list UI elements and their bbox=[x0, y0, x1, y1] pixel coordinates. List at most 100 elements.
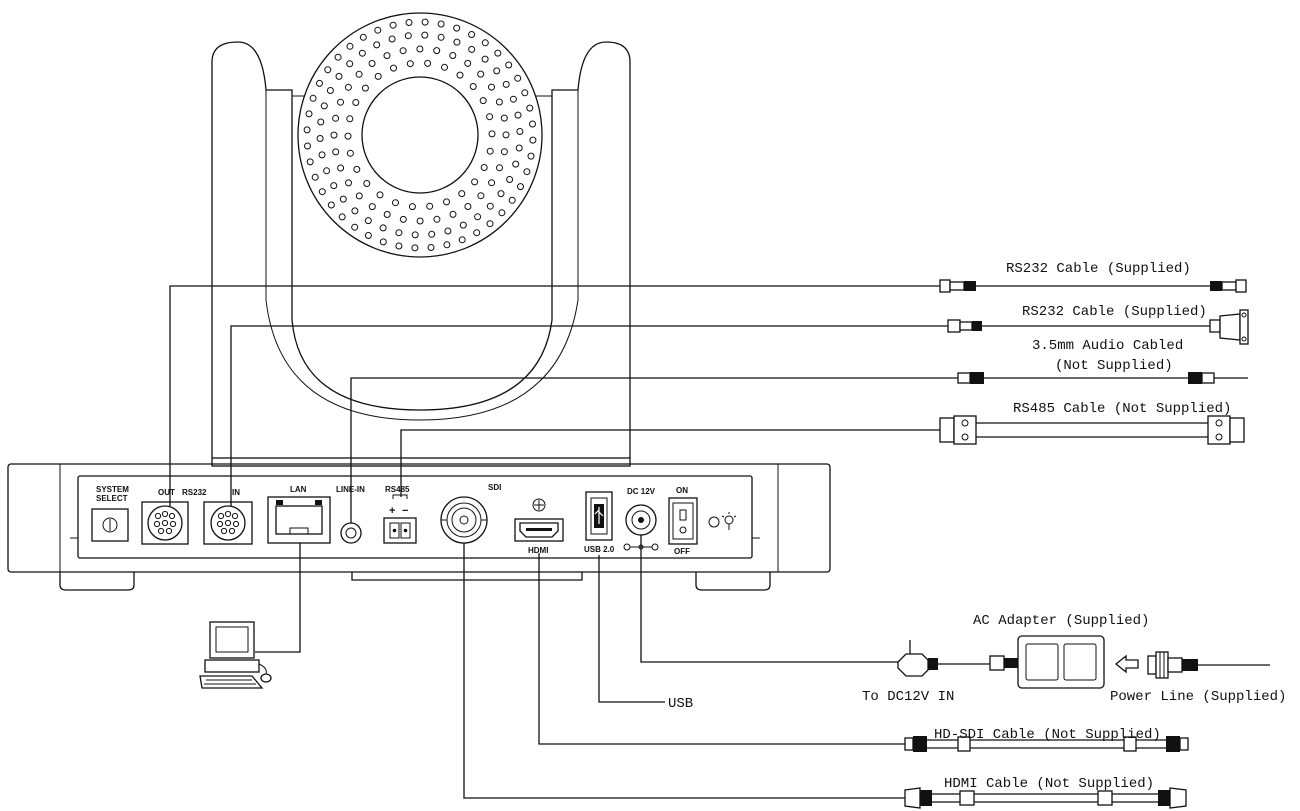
grille-dot bbox=[373, 41, 381, 49]
grille-dot bbox=[424, 59, 432, 67]
grille-dot bbox=[359, 33, 367, 41]
power-led-indicator bbox=[708, 512, 737, 530]
grille-dot bbox=[379, 238, 387, 246]
label-out: OUT bbox=[158, 488, 175, 497]
grille-dot bbox=[456, 71, 464, 79]
hdmi-port[interactable] bbox=[514, 498, 564, 542]
label-off: OFF bbox=[674, 547, 690, 556]
grille-dot bbox=[364, 217, 372, 225]
dc-plug bbox=[897, 640, 990, 677]
grille-dot bbox=[332, 148, 340, 156]
grille-dot bbox=[481, 39, 489, 47]
hdmi-cable-label: HDMI Cable (Not Supplied) bbox=[944, 776, 1154, 792]
grille-dot bbox=[306, 158, 314, 166]
label-system: SYSTEM bbox=[96, 485, 129, 494]
rs232-out-port[interactable] bbox=[141, 501, 189, 545]
grille-dot bbox=[405, 19, 413, 26]
grille-dot bbox=[517, 183, 524, 191]
rs485-cable bbox=[939, 415, 1245, 445]
grille-dot bbox=[368, 203, 376, 211]
grille-dot bbox=[527, 152, 535, 160]
grille-dot bbox=[441, 63, 448, 71]
grille-dot bbox=[383, 52, 391, 60]
grille-dot bbox=[459, 221, 467, 229]
grille-dot bbox=[512, 160, 520, 168]
grille-dot bbox=[529, 136, 537, 144]
grille-dot bbox=[316, 79, 323, 87]
grille-dot bbox=[390, 64, 397, 72]
line-in-jack[interactable] bbox=[340, 522, 362, 544]
grille-dot bbox=[428, 230, 436, 238]
grille-dot bbox=[509, 95, 517, 103]
dc12v-jack[interactable] bbox=[623, 504, 659, 551]
label-sdi: SDI bbox=[488, 483, 501, 492]
grille-dot bbox=[411, 231, 419, 239]
grille-dot bbox=[427, 244, 435, 251]
grille-dot bbox=[526, 104, 534, 112]
grille-dot bbox=[346, 115, 354, 123]
grille-dot bbox=[477, 192, 485, 200]
system-select-switch[interactable] bbox=[91, 508, 129, 542]
grille-dot bbox=[317, 118, 325, 126]
sdi-bnc-port[interactable] bbox=[440, 496, 488, 544]
grille-dot bbox=[486, 220, 494, 228]
connection-lines bbox=[169, 285, 948, 799]
grille-dot bbox=[304, 142, 311, 150]
grille-dot bbox=[346, 149, 354, 157]
label-on: ON bbox=[676, 486, 688, 495]
grille-dot bbox=[458, 236, 466, 244]
grille-dot bbox=[303, 126, 311, 134]
grille-dot bbox=[368, 60, 376, 67]
grille-dot bbox=[481, 55, 489, 63]
grille-dot bbox=[363, 180, 371, 187]
grille-dot bbox=[376, 191, 384, 199]
insert-arrow-icon bbox=[1114, 654, 1139, 674]
usb-label: USB bbox=[668, 696, 693, 712]
grille-dot bbox=[320, 102, 328, 110]
to-dc12v-label: To DC12V IN bbox=[862, 689, 954, 705]
grille-dot bbox=[318, 188, 326, 196]
rs232-in-port[interactable] bbox=[203, 501, 253, 545]
grille-dot bbox=[364, 232, 372, 239]
grille-dot bbox=[361, 84, 369, 92]
grille-dot bbox=[496, 164, 503, 172]
grille-dot bbox=[324, 66, 332, 74]
grille-dot bbox=[309, 94, 317, 102]
usb-port[interactable] bbox=[585, 491, 613, 541]
label-rs232: RS232 bbox=[182, 488, 207, 497]
grille-dot bbox=[334, 53, 342, 61]
grille-dot bbox=[330, 182, 338, 190]
grille-dot bbox=[453, 24, 461, 32]
grille-dot bbox=[344, 83, 352, 91]
grille-dot bbox=[464, 59, 472, 67]
label-minus: − bbox=[402, 505, 408, 517]
camera-base bbox=[7, 457, 831, 591]
grille-dot bbox=[374, 26, 382, 34]
rs485-terminal[interactable] bbox=[383, 494, 417, 544]
grille-dot bbox=[488, 179, 496, 187]
grille-dot bbox=[453, 38, 461, 46]
grille-dot bbox=[488, 83, 495, 91]
grille-dot bbox=[344, 132, 352, 140]
grille-dot bbox=[399, 215, 407, 223]
lan-port[interactable] bbox=[267, 496, 331, 544]
grille-dot bbox=[399, 47, 407, 55]
ac-adapter-label: AC Adapter (Supplied) bbox=[973, 613, 1149, 629]
grille-dot bbox=[516, 128, 524, 135]
grille-dot bbox=[433, 47, 441, 55]
grille-dot bbox=[421, 31, 429, 39]
power-line-label: Power Line (Supplied) bbox=[1110, 689, 1286, 705]
grille-dot bbox=[351, 223, 359, 231]
grille-dot bbox=[514, 74, 522, 82]
grille-dot bbox=[346, 60, 354, 68]
grille-dot bbox=[318, 151, 326, 159]
grille-dot bbox=[305, 110, 313, 118]
camera-lens-ring bbox=[297, 12, 543, 258]
rs232-out-cable bbox=[939, 279, 1247, 293]
audio-cable-label-line1: 3.5mm Audio Cabled bbox=[1032, 338, 1183, 354]
power-switch[interactable] bbox=[668, 497, 698, 545]
grille-dot bbox=[469, 83, 477, 90]
grille-dot bbox=[523, 168, 531, 176]
grille-dot bbox=[464, 203, 472, 210]
